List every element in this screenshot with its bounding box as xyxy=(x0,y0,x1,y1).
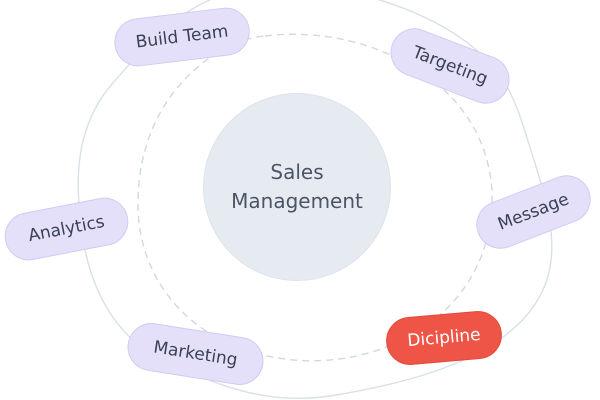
center-title: Sales Management xyxy=(222,158,372,216)
node-label: Analytics xyxy=(26,211,107,247)
inner-dashed-ring xyxy=(137,33,493,362)
center-title-line-2: Management xyxy=(231,189,363,213)
center-title-line-1: Sales xyxy=(270,160,324,184)
node-label: Marketing xyxy=(152,337,239,371)
center-hub: Sales Management xyxy=(203,93,391,281)
node-label: Dicipline xyxy=(406,324,482,352)
node-label: Build Team xyxy=(134,21,230,53)
